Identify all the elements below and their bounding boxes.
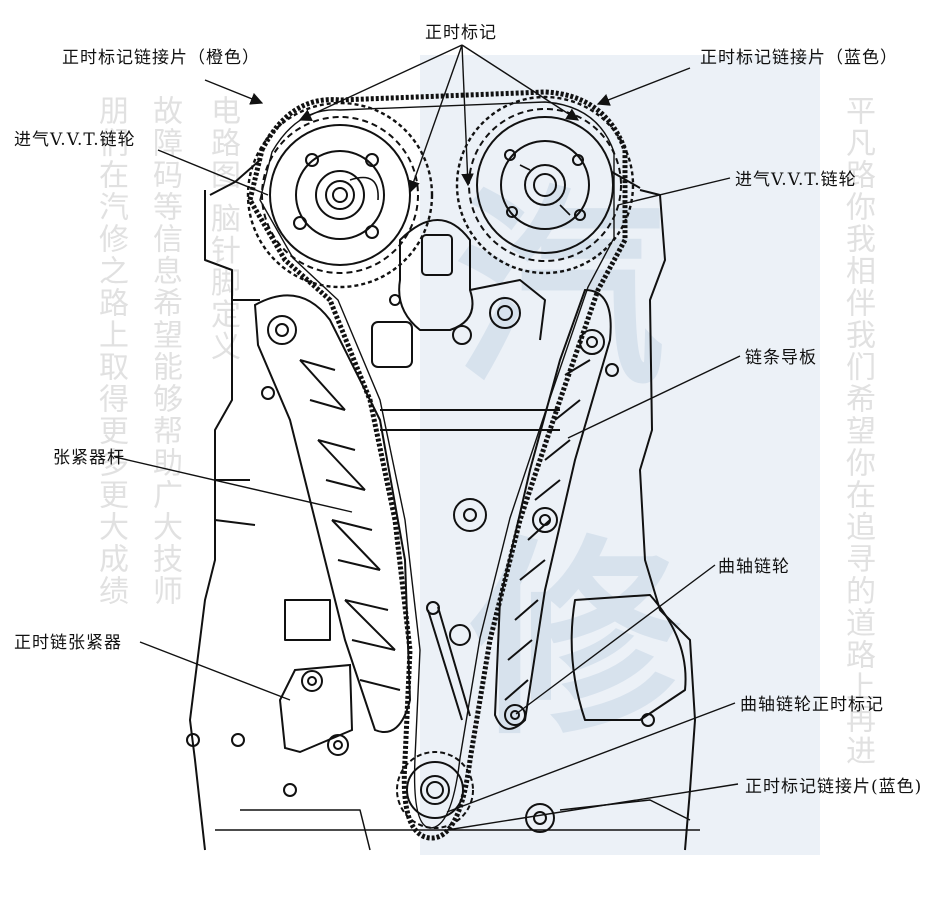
watermark-text-left-2: 故障码等信息希望能够帮助广大技师	[147, 95, 182, 607]
watermark-text-right: 平凡路你我相伴我们希望你在追寻的道路上再进	[840, 95, 875, 767]
watermark-text-left-3: 电路图 脑针脚定义	[205, 95, 240, 363]
tensioner-arm-shape	[253, 294, 412, 733]
right-side-port	[570, 594, 687, 721]
center-casting	[398, 219, 474, 331]
crank-sprocket-shape	[396, 751, 555, 833]
label-intake-vvt-left: 进气V.V.T.链轮	[14, 130, 136, 150]
label-timing-link-orange: 正时标记链接片（橙色）	[62, 48, 260, 68]
engine-block-outline	[189, 190, 233, 851]
right-intake-vvt-sprocket	[455, 95, 635, 275]
label-chain-tensioner: 正时链张紧器	[14, 633, 122, 653]
left-intake-vvt-sprocket	[246, 101, 434, 289]
label-timing-marks: 正时标记	[425, 23, 497, 43]
chain-guide-shape	[493, 288, 612, 730]
chain-tensioner-shape	[278, 663, 354, 756]
label-timing-link-blue-bottom: 正时标记链接片(蓝色)	[745, 777, 923, 797]
label-intake-vvt-right: 进气V.V.T.链轮	[735, 170, 857, 190]
label-crank-sprocket: 曲轴链轮	[718, 557, 790, 577]
timing-chain	[247, 89, 628, 841]
label-crank-sprocket-mark: 曲轴链轮正时标记	[740, 695, 884, 715]
label-tensioner-arm: 张紧器杆	[53, 448, 125, 468]
watermark-text-left-1: 朋们在汽修之路上取得更多更大成绩	[93, 95, 128, 607]
label-chain-guide: 链条导板	[745, 348, 817, 368]
label-timing-link-blue-top: 正时标记链接片（蓝色）	[700, 48, 898, 68]
leader-lines	[114, 44, 741, 831]
